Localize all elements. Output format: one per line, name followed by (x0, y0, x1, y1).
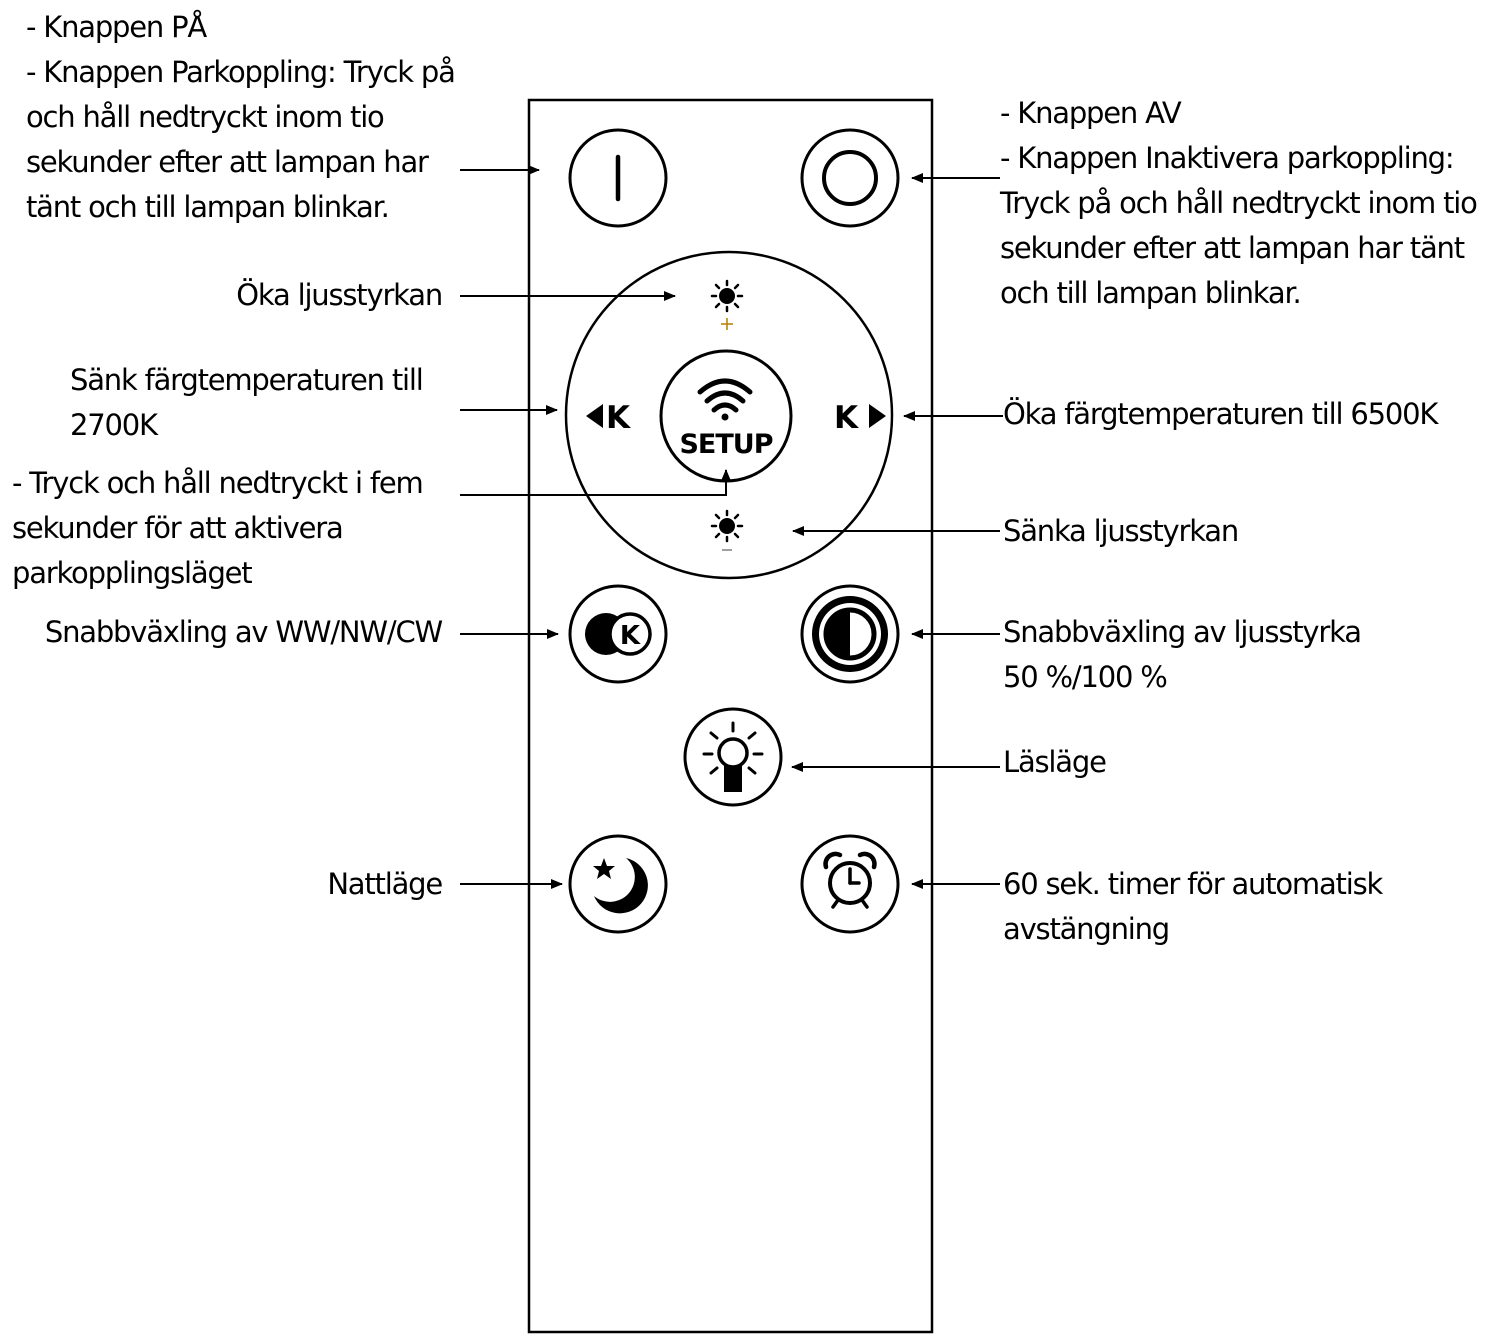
power-off-icon (822, 150, 878, 206)
label-bright-down: Sänka ljusstyrkan (1003, 509, 1239, 554)
label-line: Öka ljusstyrkan (236, 278, 443, 312)
temp-up-button[interactable]: K (834, 400, 886, 436)
label-line: - Knappen AV (1000, 96, 1182, 130)
label-line: 2700K (70, 408, 158, 442)
label-line: avstängning (1003, 912, 1170, 946)
timer-button[interactable] (800, 834, 900, 934)
setup-button[interactable]: SETUP (659, 349, 793, 483)
label-line: Nattläge (327, 867, 443, 901)
color-mode-button[interactable]: K (568, 584, 668, 684)
label-line: - Knappen PÅ (26, 10, 207, 44)
half-circle-icon (812, 596, 888, 672)
label-line: Snabbväxling av WW/NW/CW (44, 615, 443, 649)
label-reading: Läsläge (1003, 740, 1107, 785)
label-setup: - Tryck och håll nedtryckt i fem sekunder… (12, 461, 424, 596)
label-line: Öka färgtemperaturen till 6500K (1003, 397, 1438, 431)
label-line: parkopplingsläget (12, 556, 253, 590)
label-temp-down: Sänk färgtemperaturen till 2700K (70, 358, 424, 448)
label-temp-up: Öka färgtemperaturen till 6500K (1003, 392, 1438, 437)
alarm-clock-icon (823, 851, 877, 909)
label-line: 60 sek. timer för automatisk (1003, 867, 1383, 901)
label-line: - Knappen Inaktivera parkoppling: (1000, 141, 1455, 175)
label-line: Läsläge (1003, 745, 1107, 779)
brightness-up-icon (710, 279, 744, 330)
label-line: och håll nedtryckt inom tio (26, 100, 385, 134)
label-line: sekunder för att aktivera (12, 511, 344, 545)
label-bright-up: Öka ljusstyrkan (236, 273, 443, 318)
label-line: tänt och till lampan blinkar. (26, 190, 390, 224)
wifi-icon (697, 378, 753, 421)
label-brightness-toggle: Snabbväxling av ljusstyrka 50 %/100 % (1003, 610, 1362, 700)
color-temperature-icon: K (585, 612, 652, 656)
reading-mode-button[interactable] (683, 707, 783, 807)
label-timer: 60 sek. timer för automatisk avstängning (1003, 862, 1383, 952)
off-button[interactable] (800, 128, 900, 228)
label-line: sekunder efter att lampan har tänt (1000, 231, 1465, 265)
label-line: Sänk färgtemperaturen till (70, 363, 424, 397)
label-off: - Knappen AV - Knappen Inaktivera parkopp… (1000, 91, 1478, 316)
brightness-down-icon (710, 509, 744, 551)
label-line: och till lampan blinkar. (1000, 276, 1302, 310)
label-line: Sänka ljusstyrkan (1003, 514, 1239, 548)
label-line: Snabbväxling av ljusstyrka (1003, 615, 1362, 649)
color-mode-k-text: K (620, 621, 641, 651)
setup-text: SETUP (679, 429, 772, 460)
label-line: Tryck på och håll nedtryckt inom tio (1000, 186, 1478, 220)
brightness-down-button[interactable] (710, 509, 744, 551)
label-ww-toggle: Snabbväxling av WW/NW/CW (44, 610, 443, 655)
leader-setup (460, 469, 731, 496)
label-line: 50 %/100 % (1003, 660, 1168, 694)
leader-lines (460, 165, 1003, 889)
reading-lamp-icon (702, 721, 764, 792)
temp-down-button[interactable]: K (586, 400, 631, 436)
triangle-left-icon (586, 404, 603, 428)
temp-up-k-text: K (834, 400, 859, 436)
temp-down-k-text: K (606, 400, 631, 436)
label-on: - Knappen PÅ - Knappen Parkoppling: Tryck… (26, 5, 456, 230)
label-line: - Knappen Parkoppling: Tryck på (26, 55, 456, 89)
label-line: sekunder efter att lampan har (26, 145, 429, 179)
night-mode-button[interactable] (568, 834, 668, 934)
brightness-toggle-button[interactable] (800, 584, 900, 684)
triangle-right-icon (869, 404, 886, 428)
on-button[interactable] (568, 128, 668, 228)
moon-star-icon (593, 858, 648, 914)
label-line: - Tryck och håll nedtryckt i fem (12, 466, 424, 500)
label-night: Nattläge (327, 862, 443, 907)
brightness-up-button[interactable] (710, 279, 744, 330)
